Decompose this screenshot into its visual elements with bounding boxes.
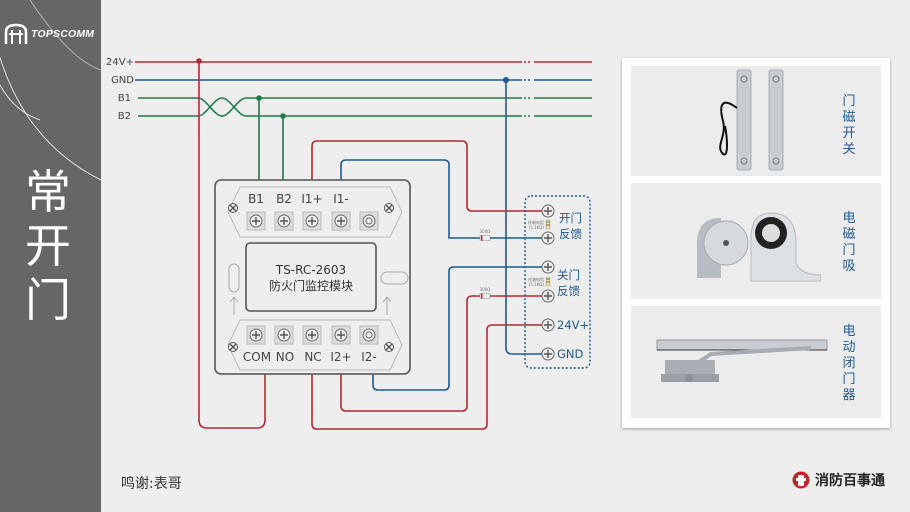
brand-name: 消防百事通 bbox=[815, 473, 885, 489]
product-name-char: 电 bbox=[842, 211, 856, 226]
brand-logo: 消防百事通 bbox=[791, 470, 885, 490]
bus-label-b1: B1 bbox=[118, 93, 131, 104]
logo-text: TOPSCOMM bbox=[31, 28, 95, 40]
end-resistor-close: 终端电阻 (5.1KΩ) bbox=[528, 276, 551, 287]
wire-nc bbox=[340, 295, 548, 412]
door-gnd-label: GND bbox=[557, 347, 584, 361]
wire-i1-plus bbox=[311, 140, 548, 212]
close-feedback-label-2: 反馈 bbox=[557, 284, 580, 298]
terminal-label-b1: B1 bbox=[248, 192, 264, 206]
wire-i2-plus bbox=[372, 266, 548, 391]
wire-com bbox=[198, 350, 266, 429]
bus-label-gnd: GND bbox=[111, 75, 134, 86]
close-feedback-label-1: 关门 bbox=[557, 268, 580, 282]
product-name-char: 门 bbox=[842, 94, 856, 109]
product-name-char: 开 bbox=[842, 126, 856, 141]
wiring-diagram: 24V+ GND B1 B2 300Ω bbox=[106, 57, 592, 430]
svg-text:300Ω: 300Ω bbox=[480, 287, 491, 292]
bottom-terminal-screws bbox=[246, 325, 379, 345]
series-resistor-open: 300Ω bbox=[480, 229, 491, 241]
top-terminal-screws bbox=[246, 211, 379, 231]
topscomm-logo-icon bbox=[4, 23, 28, 44]
product-name-char: 门 bbox=[842, 243, 856, 258]
terminal-label-b2: B2 bbox=[276, 192, 292, 206]
credit-text: 鸣谢:表哥 bbox=[121, 476, 182, 492]
product-name-char: 门 bbox=[842, 372, 856, 387]
terminal-label-i2-minus: I2- bbox=[361, 350, 377, 364]
wire-no bbox=[311, 324, 548, 430]
bus-label-b2: B2 bbox=[118, 111, 131, 122]
end-resistor-open: 终端电阻 (5.1KΩ) bbox=[528, 219, 551, 230]
open-feedback-label-1: 开门 bbox=[559, 211, 582, 225]
product-name-char: 关 bbox=[842, 142, 856, 157]
product-door-magnetic-switch: 门 磁 开 关 bbox=[631, 66, 881, 176]
wire-gnd bbox=[505, 80, 548, 355]
product-name-char: 磁 bbox=[842, 227, 856, 242]
svg-text:终端电阻: 终端电阻 bbox=[528, 276, 544, 282]
series-resistor-close: 300Ω bbox=[480, 287, 491, 299]
wire-i1-minus bbox=[340, 159, 548, 239]
svg-text:300Ω: 300Ω bbox=[480, 229, 491, 234]
product-name-char: 动 bbox=[842, 340, 856, 355]
bus-b1-line bbox=[138, 97, 592, 117]
door-magnetic-switch-icon bbox=[719, 69, 784, 171]
terminal-label-i1-minus: I1- bbox=[333, 192, 349, 206]
module-model: TS-RC-2603 bbox=[275, 263, 346, 277]
open-feedback-label-2: 反馈 bbox=[559, 227, 582, 241]
svg-text:(5.1KΩ): (5.1KΩ) bbox=[529, 282, 545, 287]
terminal-label-nc: NC bbox=[304, 350, 321, 364]
product-electromagnetic-door-holder: 电 磁 门 吸 bbox=[631, 183, 881, 299]
module-name: 防火门监控模块 bbox=[269, 278, 353, 293]
product-name-char: 吸 bbox=[842, 259, 856, 274]
electromagnetic-door-holder-icon bbox=[697, 212, 821, 282]
svg-text:(5.1KΩ): (5.1KΩ) bbox=[529, 225, 545, 230]
terminal-label-i1-plus: I1+ bbox=[301, 192, 322, 206]
product-name-char: 电 bbox=[842, 324, 856, 339]
product-name-char: 器 bbox=[842, 388, 856, 403]
title-char: 常 bbox=[25, 165, 71, 219]
product-name: 门 磁 开 关 bbox=[841, 94, 857, 158]
product-name: 电 动 闭 门 器 bbox=[841, 324, 857, 404]
terminal-label-no: NO bbox=[276, 350, 294, 364]
page-title: 常 开 门 bbox=[18, 165, 78, 327]
junction-24v bbox=[196, 58, 202, 64]
terminal-label-com: COM bbox=[243, 350, 271, 364]
svg-text:终端电阻: 终端电阻 bbox=[528, 219, 544, 225]
decorative-arcs bbox=[0, 0, 101, 181]
electric-door-closer-icon bbox=[656, 339, 828, 382]
product-name-char: 闭 bbox=[842, 356, 856, 371]
terminal-label-i2-plus: I2+ bbox=[330, 350, 351, 364]
product-name-char: 磁 bbox=[842, 110, 856, 125]
sidebar: TOPSCOMM 常 开 门 bbox=[0, 0, 101, 512]
product-panel: 门 磁 开 关 电 磁 门 吸 bbox=[622, 58, 890, 428]
monitor-module: TS-RC-2603 防火门监控模块 bbox=[214, 179, 411, 375]
title-char: 开 bbox=[25, 219, 71, 273]
product-electric-door-closer: 电 动 闭 门 器 bbox=[631, 306, 881, 418]
topscomm-logo: TOPSCOMM bbox=[3, 22, 94, 46]
door-terminal-block bbox=[524, 195, 591, 369]
door-24v-label: 24V+ bbox=[557, 318, 589, 332]
product-name: 电 磁 门 吸 bbox=[841, 211, 857, 275]
title-char: 门 bbox=[25, 273, 71, 327]
bus-label-24v: 24V+ bbox=[106, 57, 134, 68]
fire-hydrant-icon bbox=[792, 471, 810, 489]
